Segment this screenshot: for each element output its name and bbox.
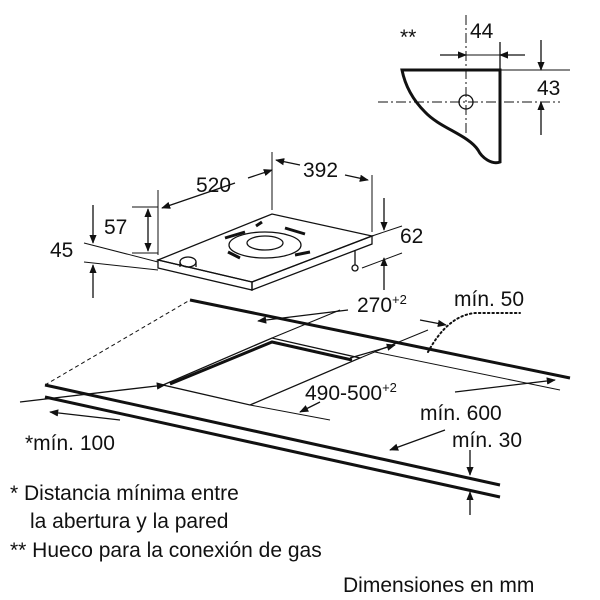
- burner-ring-inner: [246, 235, 284, 251]
- gas-connection-hole: [458, 94, 474, 110]
- dim-270-line-right: [419, 319, 447, 328]
- dim-392-line-left: [275, 158, 301, 166]
- gas-connection-detail: ** 44 43: [378, 15, 570, 165]
- min-100-label: *mín. 100: [25, 432, 115, 455]
- note-line-2: la abertura y la pared: [30, 510, 228, 533]
- dim-520-line-left: [161, 182, 236, 209]
- note-line-3: ** Hueco para la conexión de gas: [10, 539, 322, 562]
- dim-392-label: 392: [303, 159, 338, 182]
- dim-490-value: 490-500: [305, 382, 382, 405]
- dim-270-label: 270+2: [357, 292, 407, 317]
- cutout-inner-edge: [169, 340, 353, 386]
- dim-490-arrow-right: [349, 343, 396, 359]
- worktop-front-edge-bottom: [44, 395, 501, 499]
- dim-270-ref: [271, 309, 341, 339]
- dim-44-label: 44: [470, 20, 494, 43]
- gas-inlet-end: [351, 264, 359, 272]
- dim-43-label: 43: [537, 77, 560, 100]
- dim-62-ref-bottom: [361, 252, 403, 269]
- dim-520-line-right: [247, 169, 273, 179]
- worktop-left-hidden-edge: [44, 299, 191, 386]
- dim-45-ref-top: [83, 242, 159, 263]
- dim-270-line-left: [257, 309, 349, 324]
- worktop-back-edge: [189, 298, 571, 380]
- min-50-leader: [427, 312, 521, 353]
- min-50-label: mín. 50: [454, 288, 524, 311]
- min-600-label: mín. 600: [420, 402, 502, 425]
- dim-490-ref-left: [249, 404, 331, 421]
- min-30-leader: [389, 429, 446, 451]
- dim-45-ref-bottom: [83, 261, 159, 271]
- dim-62-ref-top: [371, 225, 403, 237]
- control-knob: [179, 256, 197, 268]
- hob-front-face: [157, 259, 253, 291]
- dim-520-label: 520: [196, 174, 231, 197]
- min-100-arrow-left: [49, 409, 121, 421]
- dim-62-label: 62: [400, 225, 423, 248]
- burner-ring-outer: [228, 231, 302, 259]
- dim-270-ref-right: [359, 329, 429, 359]
- hob-appliance: [155, 213, 375, 291]
- min-30-label: mín. 30: [452, 429, 522, 452]
- dim-270-value: 270: [357, 294, 392, 317]
- min-600-arrow: [454, 377, 556, 393]
- dim-270-tolerance: +2: [392, 292, 407, 307]
- gas-detail-marker: **: [400, 26, 416, 49]
- hob-dimensions: 520 392 57 45 62: [50, 152, 423, 298]
- hob-side-face: [251, 235, 373, 291]
- dim-490-tolerance: +2: [382, 380, 397, 395]
- pan-support: [224, 220, 311, 260]
- dim-57-label: 57: [104, 216, 127, 239]
- worktop-profile: [400, 68, 502, 165]
- worktop-cutout: [44, 298, 571, 499]
- units-label: Dimensiones en mm: [343, 574, 534, 597]
- note-line-1: * Distancia mínima entre: [10, 482, 239, 505]
- cutout-dimensions: 270+2 mín. 50 490-500+2 mín. 600 *mín. 1…: [19, 288, 561, 515]
- dim-392-line-right: [344, 174, 369, 182]
- min-100-arrow-right: [19, 382, 166, 403]
- dim-490-label: 490-500+2: [305, 380, 397, 405]
- dim-45-label: 45: [50, 239, 73, 262]
- dim-490-arrow-left: [299, 401, 321, 413]
- worktop-front-edge-top: [44, 383, 501, 487]
